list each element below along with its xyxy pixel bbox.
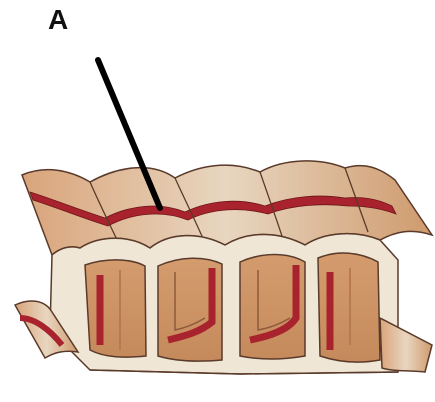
right-flange [380, 318, 432, 372]
front-walls [50, 234, 398, 374]
